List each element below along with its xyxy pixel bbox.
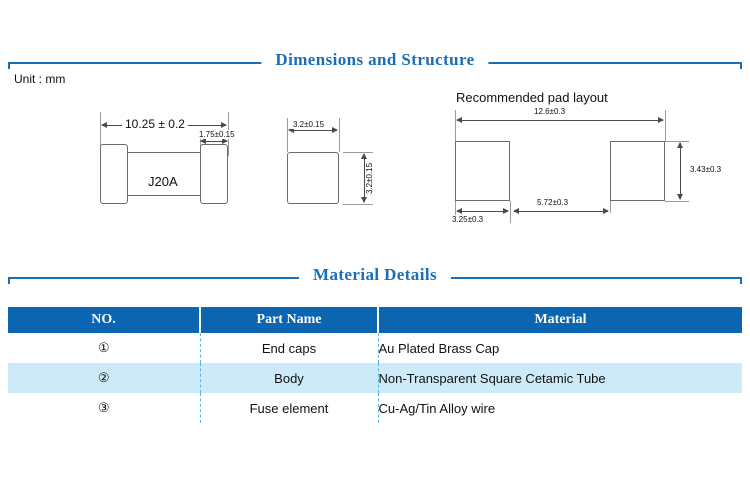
side-view-cap-dim-line: [201, 141, 227, 142]
end-view-width-dim-line: [289, 130, 337, 131]
section-rule-right-hook: [740, 277, 742, 284]
pad-overall-dim-line: [457, 120, 663, 121]
unit-label: Unit : mm: [14, 72, 66, 86]
side-view-cap-arrow-left: [200, 138, 206, 144]
pad-width-dim-line: [457, 211, 508, 212]
row-material: Au Plated Brass Cap: [377, 333, 742, 363]
end-view-ext-top: [343, 152, 373, 153]
pad-width-arrow-left: [456, 208, 462, 214]
side-view-cap-dim-text: 1.75±0.15: [196, 130, 238, 139]
end-view-ext-left: [287, 118, 288, 152]
pad-height-arrow-up: [677, 142, 683, 148]
pad-rect-right: [610, 141, 665, 201]
end-view-width-arrow-left: [288, 127, 294, 133]
pad-rect-left: [455, 141, 510, 201]
pad-layout-caption: Recommended pad layout: [456, 90, 608, 105]
pad-width-dim-text: 3.25±0.3: [449, 215, 487, 224]
pad-ext-top-right: [665, 141, 689, 142]
side-view-length-arrow-right: [221, 122, 227, 128]
table-row: ③ Fuse element Cu-Ag/Tin Alloy wire: [8, 393, 742, 423]
pad-gap-dim-line: [514, 211, 608, 212]
pad-gap-dim-text: 5.72±0.3: [534, 198, 572, 207]
dimensions-section-title: Dimensions and Structure: [261, 50, 489, 70]
row-no: ①: [8, 333, 201, 363]
pad-overall-arrow-right: [658, 117, 664, 123]
row-part-name: End caps: [199, 333, 379, 363]
side-view-length-arrow-left: [101, 122, 107, 128]
row-part-name: Body: [199, 363, 379, 393]
end-view-square: [287, 152, 339, 204]
end-view-height-arrow-down: [361, 197, 367, 203]
side-view-cap-arrow-right: [222, 138, 228, 144]
side-view-length-dim-text: 10.25 ± 0.2: [122, 117, 188, 131]
row-material: Non-Transparent Square Cetamic Tube: [377, 363, 742, 393]
end-view-ext-right: [339, 118, 340, 152]
material-section-header: Material Details: [8, 265, 742, 295]
pad-height-dim-text: 3.43±0.3: [687, 165, 725, 174]
row-material: Cu-Ag/Tin Alloy wire: [377, 393, 742, 423]
pad-overall-dim-text: 12.6±0.3: [531, 107, 569, 116]
pad-ext-right-outer: [665, 110, 666, 142]
table-header-row: NO. Part Name Material: [8, 307, 742, 333]
pad-width-arrow-right: [503, 208, 509, 214]
end-view-width-arrow-right: [332, 127, 338, 133]
pad-gap-arrow-right: [603, 208, 609, 214]
fuse-body-rect: [118, 152, 210, 196]
fuse-end-cap-left: [100, 144, 128, 204]
row-no: ③: [8, 393, 201, 423]
end-view-width-dim-text: 3.2±0.15: [290, 120, 328, 129]
fuse-part-label: J20A: [148, 174, 178, 189]
end-view-height-dim-line: [364, 154, 365, 202]
pad-height-arrow-down: [677, 194, 683, 200]
table-row: ① End caps Au Plated Brass Cap: [8, 333, 742, 363]
section-rule-left-hook: [8, 62, 10, 69]
fuse-end-cap-right: [200, 144, 228, 204]
material-details-table: NO. Part Name Material ① End caps Au Pla…: [8, 307, 742, 423]
section-rule-left-hook: [8, 277, 10, 284]
column-header-no: NO.: [8, 307, 201, 333]
end-view-height-dim-text: 3.2±0.15: [365, 160, 375, 197]
pad-ext-mid1-lower: [510, 201, 511, 223]
pad-ext-mid2-lower: [610, 201, 611, 213]
pad-overall-arrow-left: [456, 117, 462, 123]
end-view-ext-bottom: [343, 204, 373, 205]
section-rule-right-hook: [740, 62, 742, 69]
material-section-title: Material Details: [299, 265, 451, 285]
dimensions-section-header: Dimensions and Structure: [8, 50, 742, 80]
pad-height-dim-line: [680, 143, 681, 199]
column-header-material: Material: [377, 307, 742, 333]
pad-ext-left-outer: [455, 110, 456, 142]
side-view-ext-left: [100, 112, 101, 156]
pad-gap-arrow-left: [513, 208, 519, 214]
end-view-height-arrow-up: [361, 153, 367, 159]
row-part-name: Fuse element: [199, 393, 379, 423]
pad-ext-left-lower: [455, 201, 456, 223]
pad-ext-bottom-right: [665, 201, 689, 202]
row-no: ②: [8, 363, 201, 393]
table-row: ② Body Non-Transparent Square Cetamic Tu…: [8, 363, 742, 393]
column-header-part-name: Part Name: [199, 307, 379, 333]
